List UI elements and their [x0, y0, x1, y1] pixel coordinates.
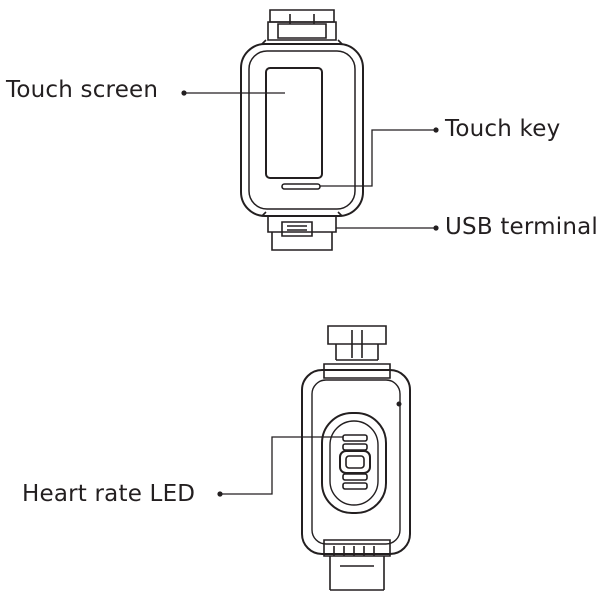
- usb-terminal-label: USB terminal: [445, 214, 599, 240]
- touch-screen-label: Touch screen: [6, 77, 159, 103]
- usb-terminal-dot: [433, 225, 439, 231]
- touch-key-dot: [433, 127, 439, 133]
- touch-screen: [265, 67, 323, 179]
- heart-rate-sensor: [321, 412, 387, 514]
- front-usb-connector: [261, 211, 343, 251]
- front-top-strap-connector: [261, 9, 343, 45]
- touch-key-leader: [320, 129, 434, 187]
- heart-rate-led-label: Heart rate LED: [22, 481, 196, 507]
- touch-screen-dot: [181, 90, 187, 96]
- heart-rate-led: [339, 434, 371, 490]
- back-body: [301, 369, 411, 555]
- touch-key-label: Touch key: [445, 116, 561, 142]
- front-body: [240, 43, 364, 217]
- heart-rate-led-dot: [217, 491, 223, 497]
- back-top-strap: [323, 325, 391, 379]
- back-bottom-strap: [323, 539, 391, 591]
- heart-rate-led-leader: [222, 436, 343, 495]
- back-view: [217, 325, 411, 591]
- touch-key: [281, 183, 321, 190]
- front-view: [181, 9, 439, 251]
